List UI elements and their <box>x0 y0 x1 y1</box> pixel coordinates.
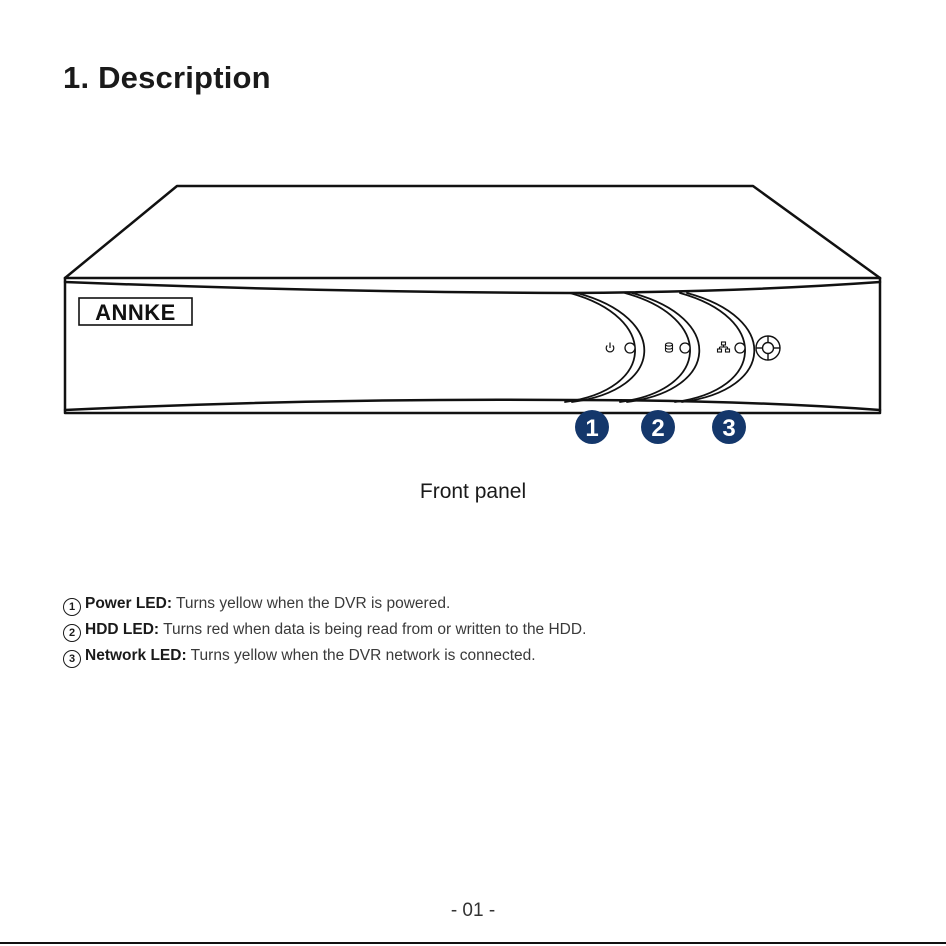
item-label: Network LED: <box>85 647 187 664</box>
network-led <box>735 343 745 353</box>
power-led <box>625 343 635 353</box>
callout-2-number: 2 <box>651 415 664 442</box>
callout-1: 1 <box>575 410 609 444</box>
item-number: 2 <box>63 624 81 642</box>
item-number: 1 <box>63 598 81 616</box>
item-label: Power LED: <box>85 595 172 612</box>
front-upper-curve <box>65 282 880 293</box>
callout-1-number: 1 <box>585 415 598 442</box>
callout-3: 3 <box>712 410 746 444</box>
figure-caption: Front panel <box>0 480 946 504</box>
brand-logo: ANNKE <box>79 298 192 325</box>
item-text: Turns yellow when the DVR network is con… <box>187 647 536 664</box>
callout-3-number: 3 <box>722 415 735 442</box>
item-label: HDD LED: <box>85 621 159 638</box>
power-icon <box>606 343 614 352</box>
bottom-divider <box>0 942 946 944</box>
page-number: - 01 - <box>0 900 946 922</box>
joystick-icon <box>756 336 780 360</box>
item-text: Turns yellow when the DVR is powered. <box>172 595 450 612</box>
brand-logo-text: ANNKE <box>95 300 176 325</box>
front-lower-curve <box>65 400 880 410</box>
item-number: 3 <box>63 650 81 668</box>
callout-2: 2 <box>641 410 675 444</box>
hdd-led <box>680 343 690 353</box>
hdd-icon <box>666 343 673 352</box>
item-text: Turns red when data is being read from o… <box>159 621 586 638</box>
dvr-top-surface <box>65 186 880 278</box>
network-icon <box>718 342 730 352</box>
